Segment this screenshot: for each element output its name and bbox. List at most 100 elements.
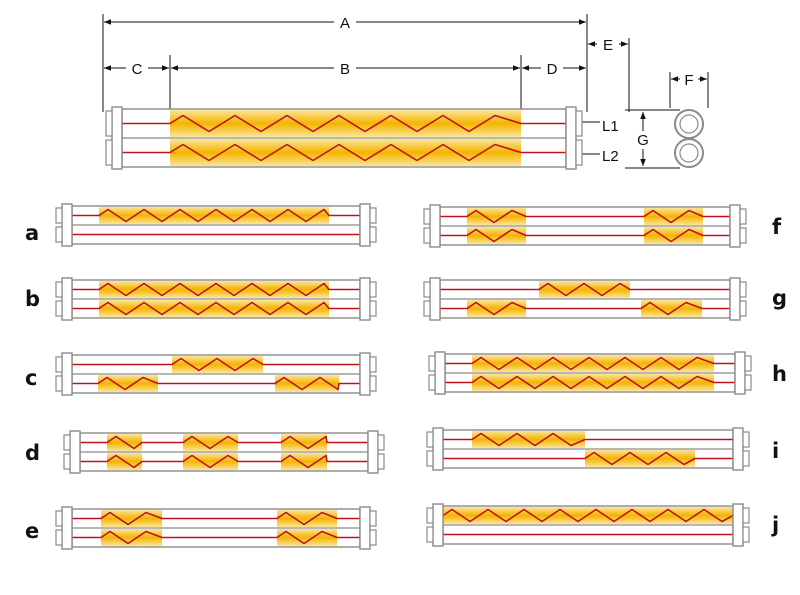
- dim-label-l2: L2: [602, 148, 619, 165]
- tube-end-cap: [367, 430, 379, 474]
- tube-pin: [739, 300, 747, 317]
- heated-zone: [99, 281, 329, 298]
- tube-end-cap: [61, 506, 73, 550]
- tube-pin: [55, 356, 63, 373]
- tube-pin: [423, 208, 431, 225]
- heated-zone: [644, 227, 703, 244]
- tube-pin: [423, 281, 431, 298]
- tube-end-cap: [732, 427, 744, 471]
- tube-pin: [426, 431, 434, 448]
- tube-pin: [369, 281, 377, 298]
- dim-label-c: C: [132, 61, 143, 78]
- heating-wire: [68, 282, 364, 297]
- heated-zone: [170, 139, 521, 166]
- tube-end-cap: [432, 503, 444, 547]
- variant-label-i: i: [772, 439, 779, 463]
- tube-pin: [377, 434, 385, 451]
- tube-end-cap: [729, 204, 741, 248]
- tube-pin: [55, 375, 63, 392]
- heating-wire: [439, 451, 737, 466]
- dim-label-l1: L1: [602, 118, 619, 135]
- tube-end-cap: [729, 277, 741, 321]
- tube-pin: [55, 300, 63, 317]
- variant-label-g: g: [772, 286, 787, 310]
- cross-section: [674, 109, 704, 168]
- tube-end-cap: [61, 277, 73, 321]
- tube-pin: [63, 453, 71, 470]
- heater-tube: [426, 503, 750, 547]
- heating-wire: [436, 301, 734, 316]
- heating-wire: [76, 435, 372, 450]
- tube-end-cap: [565, 106, 577, 170]
- tube-end-cap: [429, 204, 441, 248]
- heated-zone: [99, 300, 329, 317]
- heating-wire: [436, 209, 734, 224]
- tube-end-cap: [434, 351, 446, 395]
- variant-label-f: f: [772, 215, 782, 239]
- variant-tubes: [55, 203, 752, 550]
- main-twin-tube: [105, 106, 583, 170]
- tube-pin: [369, 510, 377, 527]
- tube-end-cap: [359, 506, 371, 550]
- heater-tube: [423, 277, 747, 321]
- heating-wire: [439, 432, 737, 447]
- tube-pin: [742, 431, 750, 448]
- heated-zone: [467, 227, 526, 244]
- tube-end-cap: [69, 430, 81, 474]
- tube-pin: [369, 356, 377, 373]
- dim-label-d: D: [547, 61, 558, 78]
- tube-pin: [369, 207, 377, 224]
- heating-wire: [68, 376, 364, 391]
- tube-pin: [423, 300, 431, 317]
- tube-pin: [63, 434, 71, 451]
- heated-zone: [101, 510, 162, 527]
- tube-pin: [428, 374, 436, 391]
- tube-end-cap: [61, 352, 73, 396]
- tube-pin: [742, 450, 750, 467]
- tube-pin: [369, 226, 377, 243]
- tube-pin: [426, 450, 434, 467]
- heating-wire: [68, 511, 364, 526]
- tube-pin: [105, 110, 113, 137]
- variant-label-d: d: [25, 441, 40, 465]
- heating-wire: [68, 530, 364, 545]
- heating-wire: [68, 301, 364, 316]
- heating-wire: [439, 508, 737, 523]
- heater-tube: [63, 430, 385, 474]
- dim-label-f: F: [684, 72, 693, 89]
- variant-label-e: e: [25, 519, 39, 543]
- heated-zone: [172, 356, 263, 373]
- tube-end-cap: [429, 277, 441, 321]
- tube-end-cap: [111, 106, 123, 170]
- heater-tube: [55, 277, 377, 321]
- tube-pin: [55, 529, 63, 546]
- tube-pin: [55, 207, 63, 224]
- heating-wire: [441, 375, 739, 390]
- heated-zone: [539, 281, 630, 298]
- tube-pin: [426, 526, 434, 543]
- tube-end-cap: [359, 277, 371, 321]
- tube-pin: [575, 110, 583, 137]
- heating-wire: [436, 282, 734, 297]
- heated-zone: [170, 110, 521, 137]
- heated-zone: [467, 300, 526, 317]
- tube-pin: [428, 355, 436, 372]
- tube-pin: [105, 139, 113, 166]
- heating-wire: [76, 454, 372, 469]
- tube-pin: [742, 526, 750, 543]
- heating-wire: [68, 357, 364, 372]
- dim-label-e: E: [603, 37, 613, 54]
- heater-tube: [55, 352, 377, 396]
- tube-end-cap: [732, 503, 744, 547]
- tube-pin: [55, 281, 63, 298]
- heating-wire: [436, 228, 734, 243]
- variant-labels: a b c d e f g h i j: [25, 215, 787, 543]
- main-tube-drawing: A C B D E F G L1 L2: [102, 13, 709, 170]
- tube-pin: [369, 375, 377, 392]
- heater-tube: [55, 506, 377, 550]
- extension-lines: [102, 14, 709, 169]
- heater-tube: [55, 203, 377, 247]
- heated-zone: [101, 529, 162, 546]
- tube-pin: [369, 300, 377, 317]
